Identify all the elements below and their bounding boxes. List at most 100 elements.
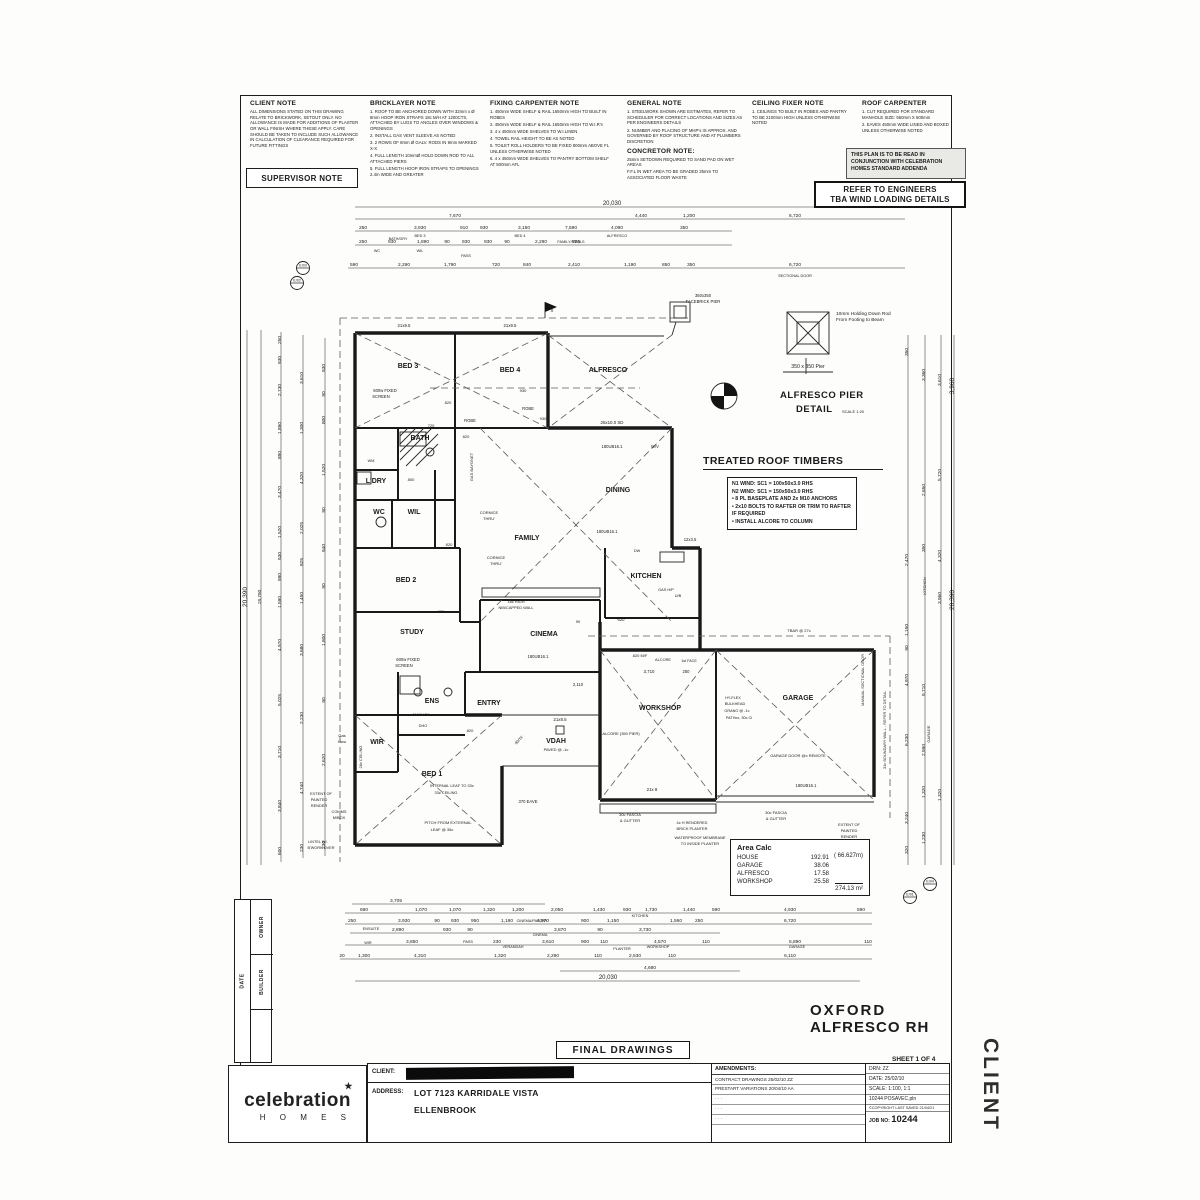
plan-annotation: 33c CEILING: [435, 790, 458, 795]
pier-size-label: 350 x 350 Pier: [791, 364, 825, 370]
plan-annotation: 21x8.5: [553, 717, 567, 722]
signature-builder-cell: BUILDER: [251, 955, 273, 1010]
dim-tag: WC: [374, 249, 381, 253]
room-label: KITCHEN: [630, 573, 661, 580]
supervisor-note-title: SUPERVISOR NOTE: [261, 173, 343, 183]
dim-label: 530: [277, 552, 283, 560]
room-label: WORKSHOP: [639, 705, 681, 712]
dim-label: 1,520: [277, 526, 283, 538]
plan-annotation: RENDER: [311, 803, 328, 808]
plan-annotation: 800: [408, 477, 415, 482]
dim-label: 3,705: [390, 898, 402, 904]
dim-label: 1,730: [645, 907, 657, 913]
plan-annotation: 370 EAVE: [518, 799, 537, 804]
plan-annotation: COMMS: [332, 809, 347, 814]
plan-annotation: WATERPROOF MEMBRANE: [674, 835, 725, 840]
plan-annotation: U/B: [675, 593, 682, 598]
area-perimeter: ( 66.627m): [833, 853, 863, 859]
dim-label: 4,680: [644, 965, 656, 971]
plan-annotation: 820: [467, 728, 474, 733]
dim-label: 690: [360, 907, 368, 913]
plan-annotation: 1100H TA: [413, 712, 430, 717]
signature-date-column: DATE: [235, 900, 251, 1062]
dim-label: 1,190: [624, 262, 636, 268]
dim-tag: SECTIONAL DOOR: [778, 274, 812, 278]
plan-annotation: 350x350: [695, 293, 712, 298]
detail-line: [671, 321, 677, 336]
dim-label: 90: [321, 583, 327, 589]
plan-annotation: 16c HIGH: [507, 599, 524, 604]
area-calc-box: Area Calc HOUSE 192.91 GARAGE 38.06 ALFR…: [730, 839, 870, 896]
plan-annotation: 180UB16.1: [528, 654, 550, 659]
dim-label: 110: [600, 939, 608, 945]
brand-sub: H O M E S: [259, 1113, 352, 1122]
dim-label: 250: [695, 918, 703, 924]
room-label: DINING: [606, 487, 631, 494]
dim-label: 6,230: [904, 734, 910, 746]
dim-tag: VERANDAH: [502, 945, 523, 949]
solid-symbol: [711, 396, 724, 409]
treated-roof-line: • 2x10 BOLTS TO RAFTER OR TRIM TO RAFTER…: [732, 503, 851, 518]
area-row-workshop: WORKSHOP 25.58: [737, 878, 863, 886]
signature-date-label: DATE: [239, 973, 246, 989]
area-value: 38.06: [813, 863, 829, 870]
room-label: WIL: [408, 509, 422, 516]
dim-label: 350: [687, 262, 695, 268]
amendments-header: AMENDMENTS:: [712, 1064, 865, 1075]
dim-label: 3,960: [937, 592, 943, 604]
plan-annotation: CORNICE: [487, 555, 506, 560]
client-note: CLIENT NOTE ALL DIMENSIONS STATED ON THI…: [250, 100, 360, 149]
dim-label: 1,450: [299, 592, 305, 604]
plan-annotation: Gas: [338, 733, 345, 738]
dim-label: 320: [904, 846, 910, 854]
margin-client-label: CLIENT: [979, 1038, 1002, 1132]
room-label: WC: [373, 509, 385, 516]
fixing-carpenter-note-items: 1. 450mm WIDE SHELF & RAIL 1650mm HIGH T…: [490, 109, 612, 168]
plan-title-line1: OXFORD: [810, 1002, 887, 1019]
plan-annotation: TBAR @ 27c: [787, 628, 810, 633]
detail-line: [405, 433, 439, 467]
ceiling-fixer-note-title: CEILING FIXER NOTE: [752, 100, 824, 107]
plan-annotation: WM: [368, 459, 375, 463]
plan-annotation: HY-FLEX: [725, 696, 741, 700]
room-label: BED 1: [422, 771, 443, 778]
meta-drn: DRN: ZZ: [866, 1064, 949, 1075]
detail-line: [399, 427, 433, 461]
supervisor-note-box: SUPERVISOR NOTE: [246, 168, 358, 188]
dim-label: 90: [444, 239, 450, 245]
dim-label: 990: [277, 573, 283, 581]
plan-annotation: THRU': [490, 561, 502, 566]
general-note: GENERAL NOTE 1. STEELWORK SHOWN ARE ESTI…: [627, 100, 745, 182]
dim-label: 20,390: [242, 587, 249, 607]
roof-dash-line: [479, 427, 673, 623]
dim-label: 6,110: [784, 953, 796, 959]
dim-label: 1,590: [277, 596, 283, 608]
note-item: 1. ROOF TO BE ANCHORED DOWN WITH 32mm x …: [370, 109, 479, 132]
plan-title-line2: ALFRESCO RH: [810, 1019, 930, 1036]
fixture: [555, 725, 565, 735]
note-item: 2. 450mm WIDE SHELF & RAIL 1650mm HIGH T…: [490, 121, 603, 127]
dim-label: 1,520: [321, 464, 327, 476]
dim-label: 1,560: [670, 918, 682, 924]
dim-label: 20,390: [949, 590, 956, 610]
dim-label: 2,650: [921, 484, 927, 496]
room-label: BED 3: [398, 363, 419, 370]
dim-label: 1,070: [449, 907, 461, 913]
plan-annotation: GRANO @ -1c: [724, 709, 749, 713]
plan-annotation: 720: [428, 423, 435, 428]
plan-annotation: LINTEL W/-: [308, 840, 328, 844]
note-item: 1. STEELWORK SHOWN ARE ESTIMATES, REFER …: [627, 109, 743, 126]
dim-label: 2,050: [551, 907, 563, 913]
roof-dash-line: [354, 332, 549, 429]
job-number: JOB NO: 10244: [869, 1113, 918, 1125]
dim-label: 110: [864, 939, 872, 945]
client-name-redacted: [405, 1066, 575, 1080]
dim-label: 900: [581, 918, 589, 924]
meta-date: DATE: 25/02/10: [866, 1074, 949, 1085]
plan-title: OXFORD ALFRESCO RH: [810, 1002, 929, 1036]
elevation-marker-label: E/02: [293, 279, 300, 283]
area-calc-title: Area Calc: [737, 843, 772, 852]
plan-annotation: KITCHEN: [922, 577, 927, 595]
area-label: GARAGE: [737, 863, 763, 870]
